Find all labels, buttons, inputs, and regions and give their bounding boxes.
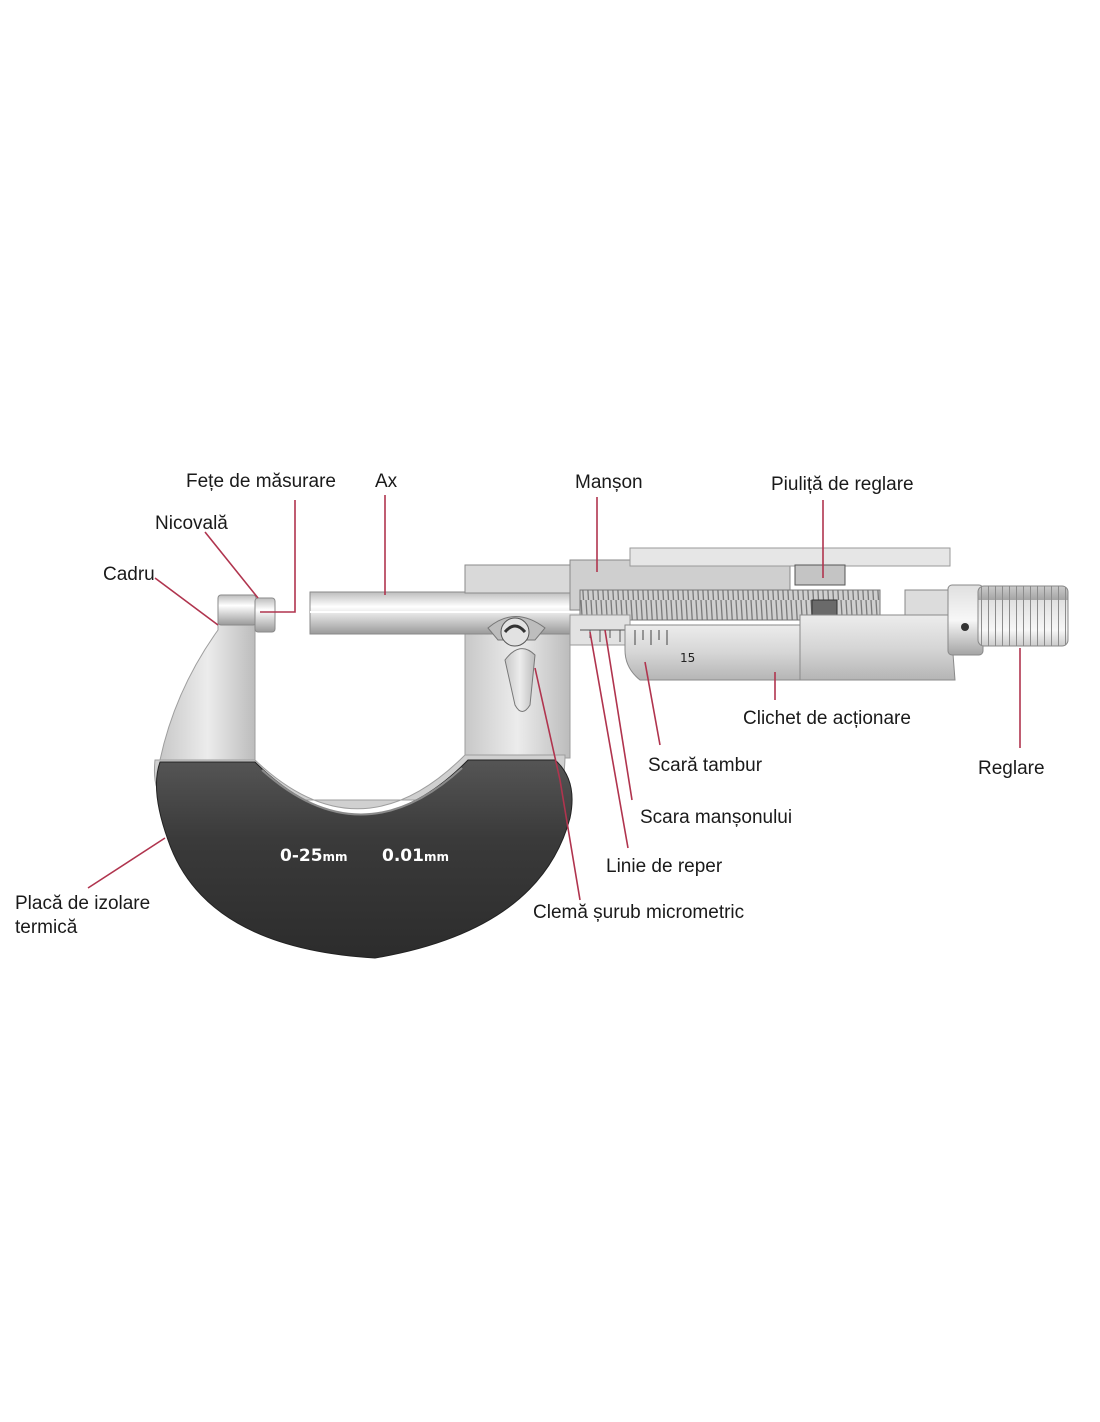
engraving-resolution: 0.01mm	[382, 846, 449, 866]
label-reglare: Reglare	[978, 758, 1045, 779]
label-placa-line1: Placă de izolare	[15, 893, 150, 914]
label-nicovala: Nicovală	[155, 513, 228, 534]
leader-scara-tambur	[644, 661, 661, 746]
leader-fete	[260, 500, 296, 613]
spindle-clamp	[487, 616, 546, 712]
label-ax: Ax	[375, 471, 398, 492]
label-fete-masurare: Fețe de măsurare	[186, 471, 336, 492]
engraving-range-value: 0-25	[280, 846, 323, 866]
sleeve-scale	[569, 614, 631, 646]
label-manson: Manșon	[575, 472, 643, 493]
leader-lines	[87, 495, 1021, 901]
label-clichet: Clichet de acționare	[743, 708, 911, 729]
label-clema: Clemă șurub micrometric	[533, 902, 744, 923]
ratchet-body	[799, 614, 956, 681]
thermal-insulation-plate	[155, 759, 573, 959]
thimble-number: 15	[680, 651, 695, 665]
adjusting-knob	[977, 585, 1069, 647]
leader-placa	[87, 837, 166, 889]
anvil	[217, 594, 276, 633]
plate-inner-highlight	[261, 767, 463, 816]
label-piulita: Piuliță de reglare	[771, 474, 914, 495]
label-scara-manson: Scara manșonului	[640, 807, 792, 828]
engraving-resolution-value: 0.01	[382, 846, 424, 866]
label-linie-reper: Linie de reper	[606, 856, 723, 877]
leader-nicovala	[204, 531, 259, 599]
leader-cadru	[154, 577, 219, 626]
label-placa-line2: termică	[15, 917, 78, 938]
sleeve-cutaway	[464, 547, 956, 621]
engraving-range: 0-25mm	[280, 846, 348, 866]
engraving-resolution-unit: mm	[424, 850, 449, 864]
label-cadru: Cadru	[103, 564, 155, 585]
thimble	[624, 624, 801, 681]
ratchet-pin	[961, 623, 969, 631]
leader-scara-manson	[604, 629, 633, 801]
label-scara-tambur: Scară tambur	[648, 755, 763, 776]
engraving-range-unit: mm	[323, 850, 348, 864]
leader-clema	[534, 667, 581, 901]
leader-linie-reper	[589, 631, 629, 849]
